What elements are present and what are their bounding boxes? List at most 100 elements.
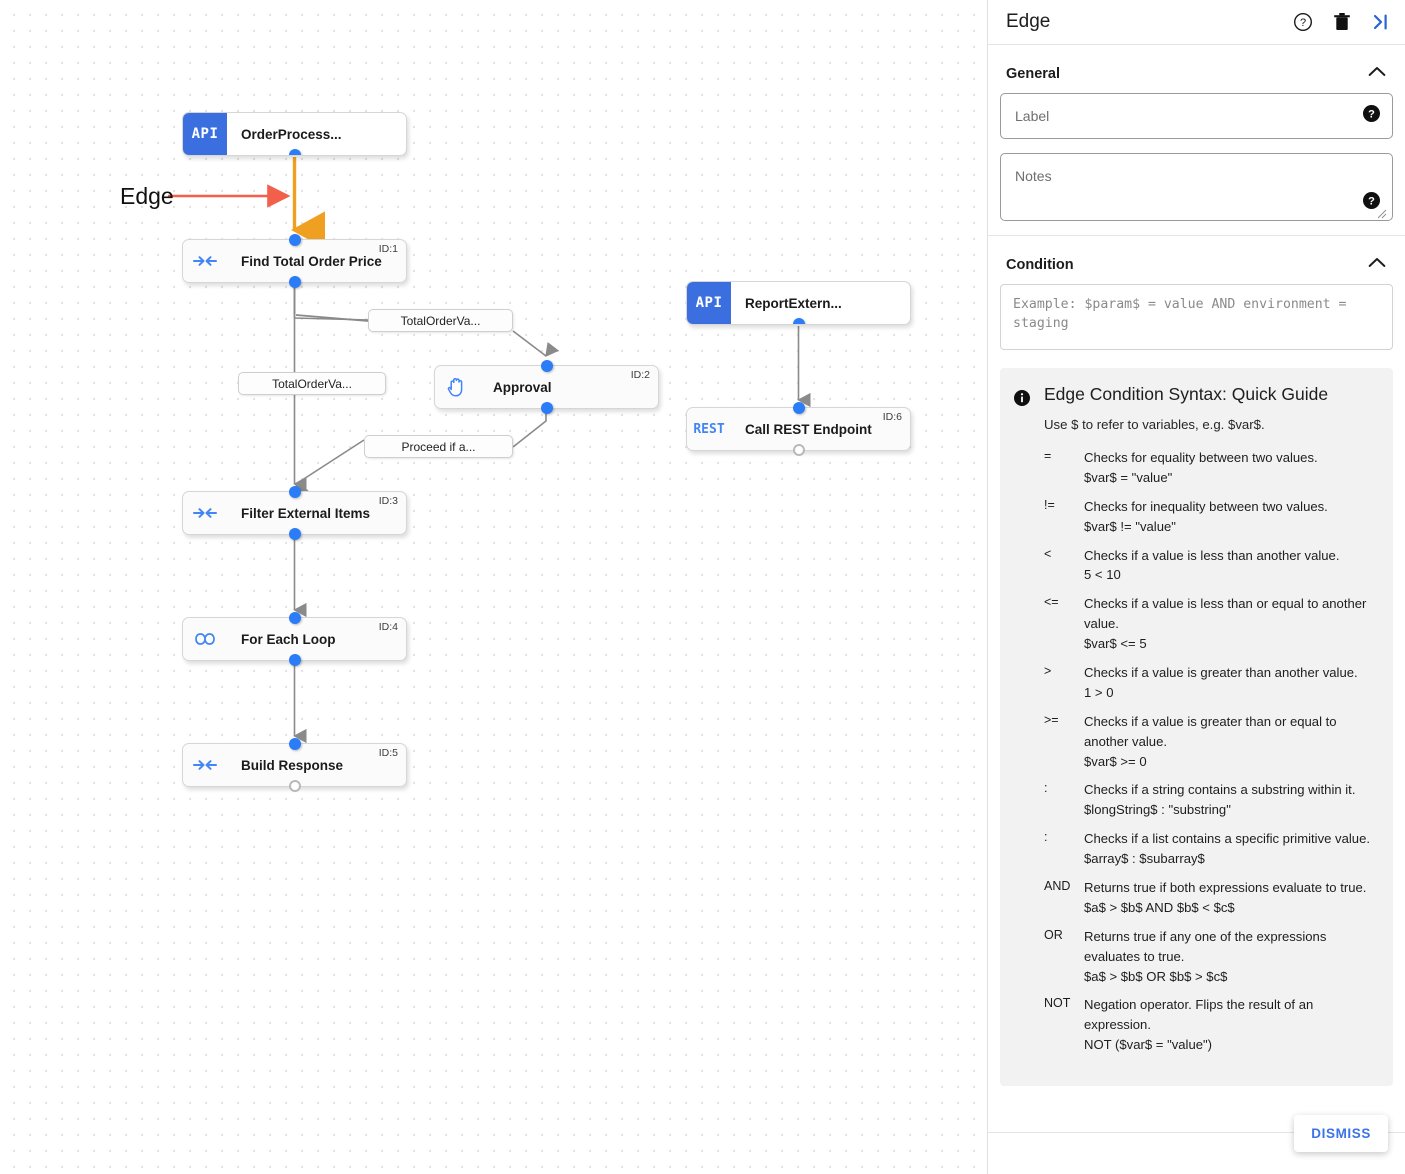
node-port-top[interactable]	[288, 738, 301, 750]
merge-arrows-icon	[183, 758, 227, 772]
operator-symbol: >	[1044, 664, 1052, 679]
node-port-bottom[interactable]	[288, 276, 301, 288]
node-id-label: ID:1	[378, 243, 398, 255]
node-approval[interactable]: Approval ID:2	[434, 360, 659, 414]
operator-description-text: Checks if a value is greater than anothe…	[1084, 665, 1358, 681]
label-field[interactable]: Label ?	[1000, 93, 1393, 139]
operator-example: 5 < 10	[1084, 567, 1121, 583]
panel-scroll-area[interactable]: General Label ?	[988, 45, 1405, 1174]
section-divider	[988, 235, 1405, 236]
help-icon[interactable]: ?	[1293, 12, 1313, 32]
node-call-rest-endpoint[interactable]: REST Call REST Endpoint ID:6	[686, 402, 911, 456]
node-port-top[interactable]	[540, 360, 553, 372]
quick-guide-intro: Use $ to refer to variables, e.g. $var$.	[1044, 417, 1265, 432]
operator-description: Returns true if any one of the expressio…	[1084, 927, 1375, 987]
general-section: General Label ?	[988, 45, 1405, 221]
edge-label[interactable]: Proceed if a...	[364, 435, 513, 458]
canvas-edges	[168, 157, 811, 744]
condition-section-header[interactable]: Condition	[1000, 236, 1393, 284]
label-help-icon[interactable]: ?	[1363, 105, 1380, 127]
operator-row: : Checks if a list contains a specific p…	[1044, 829, 1375, 869]
node-filter-external-items[interactable]: Filter External Items ID:3	[182, 486, 407, 540]
condition-input[interactable]: Example: $param$ = value AND environment…	[1000, 284, 1393, 350]
node-port-bottom[interactable]	[288, 149, 301, 155]
label-field-placeholder: Label	[1015, 108, 1050, 124]
panel-header: Edge ?	[988, 0, 1405, 45]
operator-row: NOT Negation operator. Flips the result …	[1044, 995, 1375, 1055]
general-section-title: General	[1006, 66, 1060, 82]
operator-example: $array$ : $subarray$	[1084, 851, 1205, 867]
operator-row: = Checks for equality between two values…	[1044, 448, 1375, 488]
svg-text:?: ?	[1368, 195, 1375, 207]
node-title: Approval	[493, 379, 552, 395]
edge-label[interactable]: TotalOrderVa...	[238, 372, 386, 395]
operator-symbol: NOT	[1044, 996, 1071, 1011]
operator-symbol: >=	[1044, 712, 1059, 727]
edge-label[interactable]: TotalOrderVa...	[368, 309, 513, 332]
node-reportextern[interactable]: API ReportExtern...	[686, 281, 911, 325]
notes-resize-grip[interactable]	[1377, 206, 1387, 219]
node-build-response[interactable]: Build Response ID:5	[182, 738, 407, 792]
node-find-total-order-price[interactable]: Find Total Order Price ID:1	[182, 234, 407, 288]
node-for-each-loop[interactable]: For Each Loop ID:4	[182, 612, 407, 666]
node-port-bottom[interactable]	[792, 444, 805, 456]
infinity-loop-icon	[183, 632, 227, 646]
operator-description-text: Checks if a value is greater than or equ…	[1084, 713, 1337, 749]
node-port-bottom[interactable]	[792, 318, 805, 324]
general-section-header[interactable]: General	[1000, 45, 1393, 93]
operator-example: $var$ <= 5	[1084, 636, 1147, 652]
operator-description-text: Returns true if any one of the expressio…	[1084, 928, 1327, 964]
condition-quick-guide: Edge Condition Syntax: Quick Guide Use $…	[1000, 368, 1393, 1087]
operator-example: $a$ > $b$ AND $b$ < $c$	[1084, 899, 1235, 915]
node-port-bottom[interactable]	[288, 654, 301, 666]
node-port-top[interactable]	[288, 486, 301, 498]
operator-description: Returns true if both expressions evaluat…	[1084, 878, 1375, 918]
operator-example: NOT ($var$ = "value")	[1084, 1037, 1213, 1053]
chevron-up-icon[interactable]	[1367, 256, 1387, 274]
raised-hand-icon	[435, 376, 479, 398]
condition-section-title: Condition	[1006, 257, 1074, 273]
node-id-label: ID:6	[882, 411, 902, 423]
dismiss-button[interactable]: DISMISS	[1294, 1115, 1388, 1152]
operator-symbol: <=	[1044, 595, 1059, 610]
node-port-top[interactable]	[288, 612, 301, 624]
condition-section: Condition Example: $param$ = value AND e…	[988, 236, 1405, 1087]
node-title: ReportExtern...	[745, 295, 842, 311]
operator-example: $var$ != "value"	[1084, 518, 1176, 534]
operator-description: Checks if a list contains a specific pri…	[1084, 829, 1375, 869]
node-id-label: ID:3	[378, 495, 398, 507]
chevron-up-icon[interactable]	[1367, 65, 1387, 83]
collapse-panel-icon[interactable]	[1371, 12, 1391, 32]
node-port-top[interactable]	[792, 402, 805, 414]
operator-description: Checks for equality between two values.$…	[1084, 448, 1375, 488]
flow-canvas[interactable]: Edge API OrderProcess... Find Total Orde…	[0, 0, 987, 1174]
condition-input-placeholder: Example: $param$ = value AND environment…	[1013, 297, 1347, 332]
operator-description: Checks if a value is less than or equal …	[1084, 594, 1375, 654]
operator-description-text: Checks for inequality between two values…	[1084, 498, 1328, 514]
node-title: For Each Loop	[241, 631, 336, 647]
delete-icon[interactable]	[1333, 12, 1351, 32]
operator-row: : Checks if a string contains a substrin…	[1044, 780, 1375, 820]
operator-description-text: Returns true if both expressions evaluat…	[1084, 880, 1367, 896]
node-orderprocess[interactable]: API OrderProcess...	[182, 112, 407, 156]
node-port-top[interactable]	[288, 234, 301, 246]
node-title: Call REST Endpoint	[745, 421, 872, 437]
operator-symbol: :	[1044, 781, 1048, 796]
page-title: Edge	[1006, 11, 1051, 32]
operator-symbol: OR	[1044, 927, 1063, 942]
node-port-bottom[interactable]	[540, 402, 553, 414]
node-port-bottom[interactable]	[288, 528, 301, 540]
operator-description-text: Negation operator. Flips the result of a…	[1084, 997, 1314, 1033]
operator-row: > Checks if a value is greater than anot…	[1044, 663, 1375, 703]
merge-arrows-icon	[183, 254, 227, 268]
node-port-bottom[interactable]	[288, 780, 301, 792]
notes-field[interactable]: Notes ?	[1000, 153, 1393, 221]
operator-row: >= Checks if a value is greater than or …	[1044, 712, 1375, 772]
operator-example: $a$ > $b$ OR $b$ > $c$	[1084, 968, 1228, 984]
api-badge-icon: API	[687, 282, 731, 324]
edge-annotation-label: Edge	[120, 183, 174, 209]
merge-arrows-icon	[183, 506, 227, 520]
node-id-label: ID:2	[630, 369, 650, 381]
notes-field-placeholder: Notes	[1015, 168, 1052, 184]
notes-help-icon[interactable]: ?	[1363, 192, 1380, 214]
